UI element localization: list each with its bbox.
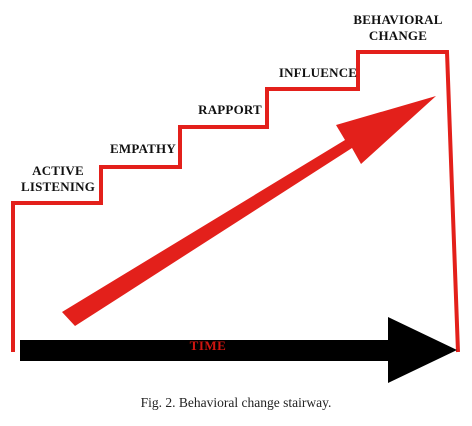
staircase-outline: [11, 50, 460, 353]
figure-caption: Fig. 2. Behavioral change stairway.: [140, 395, 332, 410]
step-label-line: BEHAVIORAL: [353, 12, 443, 27]
step-label-line: EMPATHY: [110, 141, 176, 156]
step-label-active-listening: ACTIVE LISTENING: [18, 163, 98, 195]
step-label-line: CHANGE: [368, 28, 428, 43]
step-label-line: LISTENING: [20, 179, 96, 194]
step-label-behavioral-change: BEHAVIORAL CHANGE: [340, 12, 456, 44]
progress-arrow: [62, 96, 436, 326]
step-label-rapport: RAPPORT: [190, 102, 270, 118]
step-label-line: ACTIVE: [32, 163, 84, 178]
step-label-influence: INFLUENCE: [273, 65, 363, 81]
step-label-empathy: EMPATHY: [103, 141, 183, 157]
time-label: TIME: [189, 338, 227, 353]
time-arrow: [20, 317, 457, 383]
step-label-line: RAPPORT: [198, 102, 262, 117]
step-label-line: INFLUENCE: [278, 65, 358, 80]
